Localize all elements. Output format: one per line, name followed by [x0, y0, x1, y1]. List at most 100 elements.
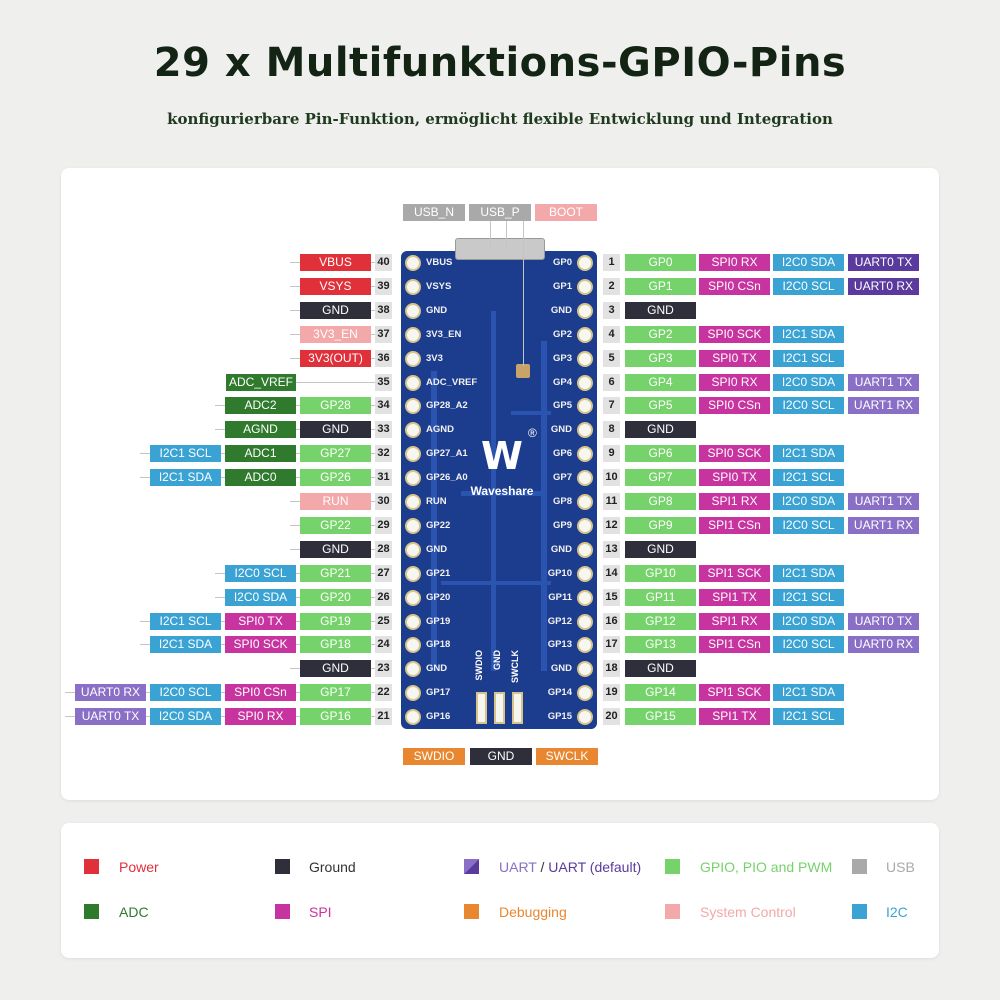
pin-pad[interactable] [577, 470, 593, 486]
pin-pad[interactable] [577, 303, 593, 319]
boot-button[interactable] [516, 364, 530, 378]
pin-pad[interactable] [577, 518, 593, 534]
pin-pad[interactable] [405, 351, 421, 367]
pin-pad[interactable] [577, 494, 593, 510]
pin-pad[interactable] [405, 375, 421, 391]
board-pin-label: GP3 [552, 353, 572, 364]
pin-pad[interactable] [577, 709, 593, 725]
board-pin-label: GND [550, 663, 572, 674]
pin-pad[interactable] [577, 351, 593, 367]
pin-pad[interactable] [405, 303, 421, 319]
pin-pad[interactable] [577, 566, 593, 582]
pin-pad[interactable] [405, 566, 421, 582]
legend-uart-default: UART (default) [548, 859, 642, 875]
pin-pad[interactable] [577, 279, 593, 295]
pin-number: 33 [375, 421, 392, 438]
board-pin-label: GP6 [552, 448, 572, 459]
board-pin-label: GND [550, 424, 572, 435]
pin-number: 23 [375, 660, 392, 677]
pin-label-uart0-tx: UART0 TX [848, 254, 919, 271]
pin-number: 18 [603, 660, 620, 677]
legend-i2c: I2C [886, 904, 908, 920]
pin-label-gp8: GP8 [625, 493, 696, 510]
pin-pad[interactable] [577, 375, 593, 391]
pin-pad[interactable] [405, 494, 421, 510]
pin-pad[interactable] [405, 685, 421, 701]
board-pin-label: AGND [426, 424, 454, 435]
pin-pad[interactable] [405, 446, 421, 462]
pin-pad[interactable] [577, 590, 593, 606]
pin-label-i2c0-scl: I2C0 SCL [773, 517, 844, 534]
pin-label-gp16: GP16 [300, 708, 371, 725]
legend-swatch-spi [275, 904, 290, 919]
top-label-usb-p: USB_P [469, 204, 531, 221]
pin-pad[interactable] [577, 327, 593, 343]
swd-pad[interactable] [494, 692, 505, 724]
top-label-usb-n: USB_N [403, 204, 465, 221]
pin-pad[interactable] [405, 327, 421, 343]
board-pin-label: GND [550, 544, 572, 555]
pin-label-spi0-rx: SPI0 RX [699, 374, 770, 391]
board [401, 251, 597, 729]
board-pin-label: VSYS [426, 281, 452, 292]
pin-pad[interactable] [577, 255, 593, 271]
pin-pad[interactable] [405, 590, 421, 606]
pin-pad[interactable] [577, 422, 593, 438]
pin-label-i2c0-scl: I2C0 SCL [773, 278, 844, 295]
pin-number: 19 [603, 684, 620, 701]
usb-leader-line [506, 221, 507, 251]
pin-pad[interactable] [577, 542, 593, 558]
board-pin-label: GP13 [547, 639, 572, 650]
pin-pad[interactable] [405, 518, 421, 534]
board-pin-label: GP17 [426, 687, 451, 698]
pin-pad[interactable] [577, 637, 593, 653]
pin-pad[interactable] [405, 279, 421, 295]
pin-label-i2c0-scl: I2C0 SCL [773, 397, 844, 414]
pin-label-gnd: GND [625, 302, 696, 319]
pin-pad[interactable] [405, 422, 421, 438]
pin-label-uart0-rx: UART0 RX [75, 684, 146, 701]
pin-label-uart1-tx: UART1 TX [848, 374, 919, 391]
pin-label-spi0-csn: SPI0 CSn [225, 684, 296, 701]
pin-pad[interactable] [577, 446, 593, 462]
pin-number: 36 [375, 350, 392, 367]
pin-pad[interactable] [577, 661, 593, 677]
board-pin-label: GP10 [547, 568, 572, 579]
pin-number: 29 [375, 517, 392, 534]
pin-number: 30 [375, 493, 392, 510]
pin-label-gp19: GP19 [300, 613, 371, 630]
swd-pad[interactable] [476, 692, 487, 724]
legend-uart-sep: / [536, 859, 549, 875]
pin-pad[interactable] [405, 542, 421, 558]
pin-label-gnd: GND [300, 421, 371, 438]
pin-label-i2c1-scl: I2C1 SCL [773, 350, 844, 367]
board-pin-label: GP16 [426, 711, 451, 722]
legend-swatch-usb [852, 859, 867, 874]
pin-pad[interactable] [405, 637, 421, 653]
pin-pad[interactable] [405, 709, 421, 725]
pin-pad[interactable] [405, 661, 421, 677]
pin-label-uart1-rx: UART1 RX [848, 397, 919, 414]
swd-pad[interactable] [512, 692, 523, 724]
pin-label-i2c1-sda: I2C1 SDA [773, 684, 844, 701]
pin-pad[interactable] [577, 398, 593, 414]
pin-pad[interactable] [405, 614, 421, 630]
pin-number: 13 [603, 541, 620, 558]
pin-leader-line [290, 382, 375, 383]
pin-pad[interactable] [577, 685, 593, 701]
pin-pad[interactable] [405, 255, 421, 271]
pin-number: 17 [603, 636, 620, 653]
pin-number: 10 [603, 469, 620, 486]
pin-label-run: RUN [300, 493, 371, 510]
pin-pad[interactable] [405, 470, 421, 486]
pin-label-gnd: GND [625, 541, 696, 558]
pin-number: 12 [603, 517, 620, 534]
pin-pad[interactable] [405, 398, 421, 414]
pin-label-uart0-tx: UART0 TX [848, 613, 919, 630]
legend-uart-group: UART / UART (default) [499, 859, 641, 875]
pin-label-spi1-csn: SPI1 CSn [699, 636, 770, 653]
legend: Power Ground UART / UART (default) GPIO,… [61, 823, 939, 958]
board-pin-label: GP7 [552, 472, 572, 483]
legend-swatch-debug [464, 904, 479, 919]
pin-pad[interactable] [577, 614, 593, 630]
